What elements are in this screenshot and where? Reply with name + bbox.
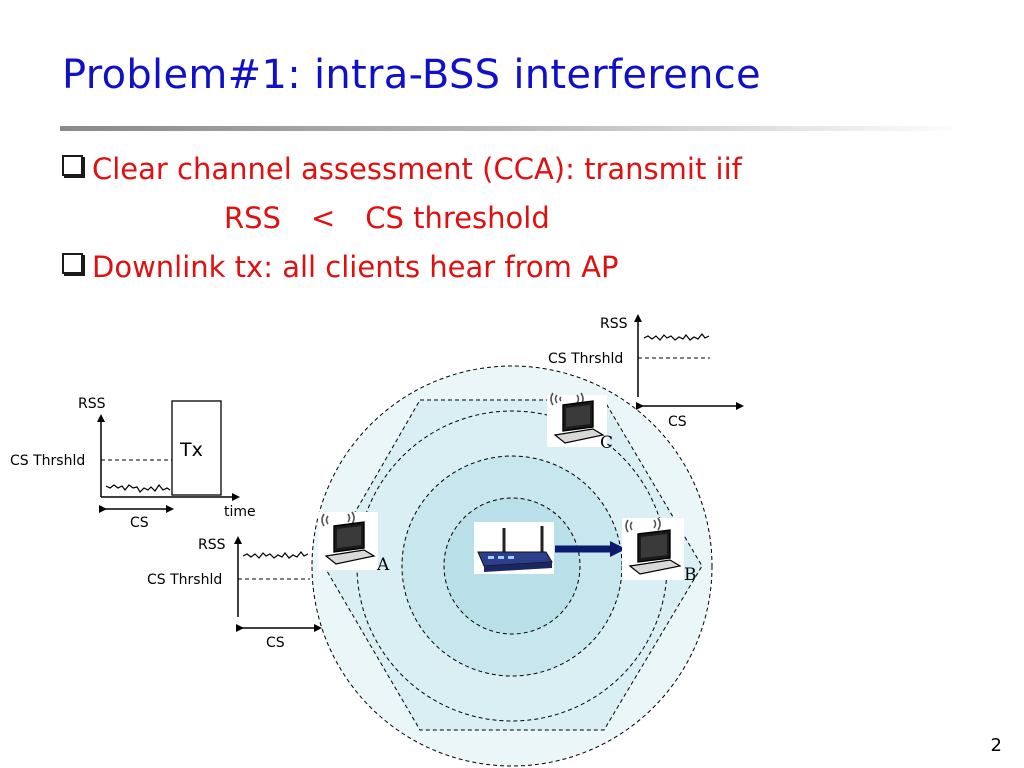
plot-a-threshold-label: CS Thrshld: [147, 572, 222, 588]
wireless-laptop-icon: [318, 512, 378, 570]
plot-c-cs-label: CS: [668, 414, 687, 430]
plot-a: RSS CS Thrshld CS: [147, 537, 318, 651]
node-b-label: B: [684, 565, 697, 585]
wireless-laptop-icon: [547, 393, 607, 447]
tx-label: Tx: [179, 439, 203, 461]
plot-left-threshold-label: CS Thrshld: [10, 453, 85, 469]
node-a-label: A: [376, 555, 390, 575]
page-number: 2: [991, 735, 1002, 756]
plot-c-y-label: RSS: [600, 316, 628, 332]
plot-left: RSS CS Thrshld Tx time CS: [10, 396, 256, 531]
plot-a-y-label: RSS: [198, 537, 226, 553]
plot-left-x-label: time: [224, 504, 256, 520]
plot-a-rss-signal: [243, 552, 308, 558]
plot-c-rss-signal: [644, 334, 709, 340]
node-c-label: C: [600, 433, 613, 453]
wireless-laptop-icon: [622, 518, 684, 580]
plot-left-cs-label: CS: [130, 515, 149, 531]
plot-left-rss-signal: [106, 485, 170, 492]
wireless-router-icon: [474, 522, 554, 574]
plot-left-y-label: RSS: [78, 396, 106, 412]
plot-a-cs-label: CS: [266, 635, 285, 651]
plot-c-threshold-label: CS Thrshld: [548, 351, 623, 367]
